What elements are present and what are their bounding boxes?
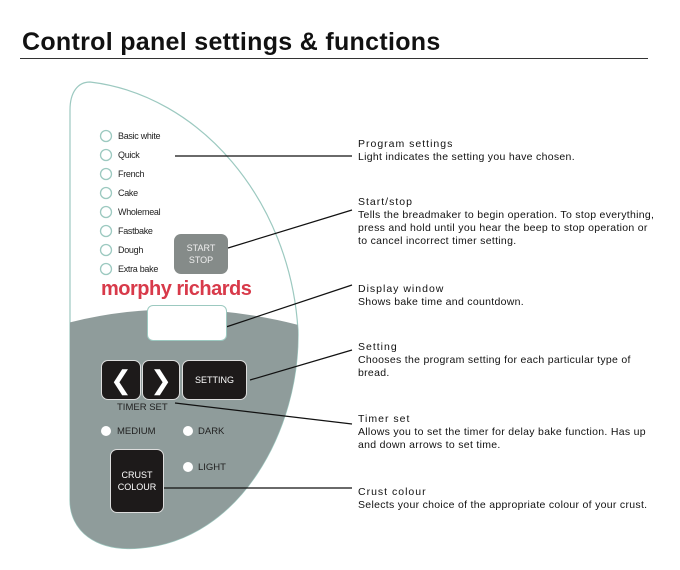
annotation-title: Display window	[358, 283, 445, 295]
medium-led	[101, 426, 111, 436]
chevron-right-icon: ❯	[150, 365, 172, 395]
timer-left-button[interactable]: ❮	[101, 360, 141, 400]
annotation-text: Allows you to set the timer for delay ba…	[358, 426, 646, 451]
leader-setting	[249, 349, 353, 381]
light-led	[183, 462, 193, 472]
program-extra-bake: Extra bake	[118, 264, 159, 274]
title-rule	[20, 58, 648, 59]
annotation-title: Timer set	[358, 413, 411, 425]
program-quick: Quick	[118, 150, 140, 160]
annotation-text: Chooses the program setting for each par…	[358, 354, 631, 379]
annotation-title: Crust colour	[358, 486, 427, 498]
colour-label: COLOUR	[117, 482, 157, 492]
annotation-text: Light indicates the setting you have cho…	[358, 151, 575, 163]
medium-label: MEDIUM	[117, 426, 156, 437]
dark-led	[183, 426, 193, 436]
timer-set-label: TIMER SET	[117, 402, 168, 413]
program-dough: Dough	[118, 245, 144, 255]
annotation-title: Setting	[358, 341, 398, 353]
start-label: START	[186, 243, 216, 253]
program-french: French	[118, 169, 145, 179]
start-stop-button[interactable]: START STOP	[174, 234, 228, 274]
annotation-text: Selects your choice of the appropriate c…	[358, 499, 648, 511]
crust-colour-button[interactable]: CRUST COLOUR	[110, 449, 164, 513]
stop-label: STOP	[188, 255, 214, 265]
leader-timer	[174, 402, 353, 425]
timer-right-button[interactable]: ❯	[142, 360, 180, 400]
leader-start	[227, 209, 353, 249]
dark-label: DARK	[198, 426, 225, 437]
setting-button[interactable]: SETTING	[182, 360, 247, 400]
leader-display	[225, 284, 353, 328]
leader-lines	[162, 155, 353, 489]
display-window	[147, 305, 227, 341]
brand-logo: morphy richards	[101, 278, 252, 300]
program-cake: Cake	[118, 188, 138, 198]
annotation-text: Shows bake time and countdown.	[358, 296, 525, 308]
annotation-title: Program settings	[358, 138, 454, 150]
program-leds	[99, 129, 113, 276]
page-title: Control panel settings & functions	[22, 28, 441, 56]
program-wholemeal: Wholemeal	[118, 207, 161, 217]
annotation-text: Tells the breadmaker to begin operation.…	[358, 209, 655, 247]
program-fastbake: Fastbake	[118, 226, 153, 236]
annotation-title: Start/stop	[358, 196, 413, 208]
crust-label: CRUST	[121, 470, 153, 480]
program-basic-white: Basic white	[118, 131, 161, 141]
chevron-left-icon: ❮	[110, 365, 132, 395]
light-label: LIGHT	[198, 462, 226, 473]
